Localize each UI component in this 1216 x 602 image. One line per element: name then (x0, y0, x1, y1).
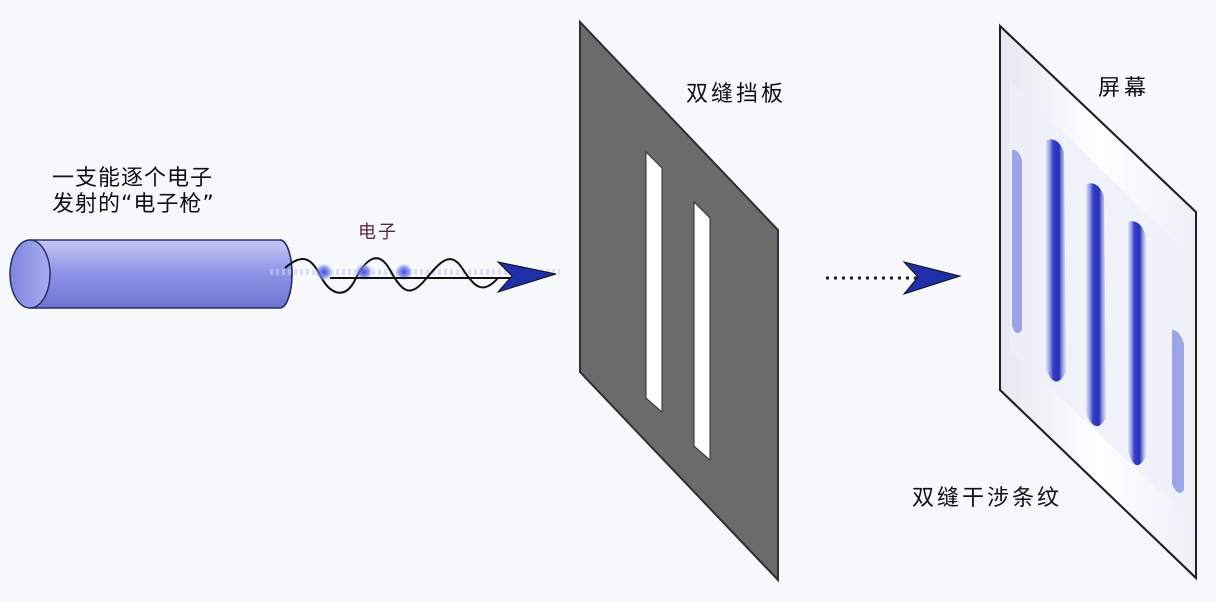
interference-fringe (1046, 139, 1066, 382)
interference-fringe (1012, 149, 1022, 334)
electron-dot (395, 263, 413, 281)
electron-gun (9, 239, 293, 309)
gun-caption-line-2: 发射的“电子枪” (52, 192, 215, 217)
interference-fringe (1128, 221, 1146, 466)
propagation-arrow (826, 261, 962, 295)
screen-label: 屏幕 (1098, 76, 1151, 101)
double-slit-barrier (579, 19, 779, 583)
interference-fringe (1086, 183, 1106, 427)
gun-caption-line-1: 一支能逐个电子 (52, 166, 214, 191)
electron-dot (355, 263, 373, 281)
detector-screen (999, 23, 1197, 581)
electron-dot (315, 263, 333, 281)
slit-left (645, 150, 663, 414)
electron-arrow (330, 261, 557, 294)
electron-label: 电子 (358, 222, 398, 243)
barrier-label: 双缝挡板 (686, 82, 787, 107)
fringe-label: 双缝干涉条纹 (912, 486, 1063, 511)
interference-fringe (1172, 330, 1184, 493)
slit-right (693, 200, 711, 462)
